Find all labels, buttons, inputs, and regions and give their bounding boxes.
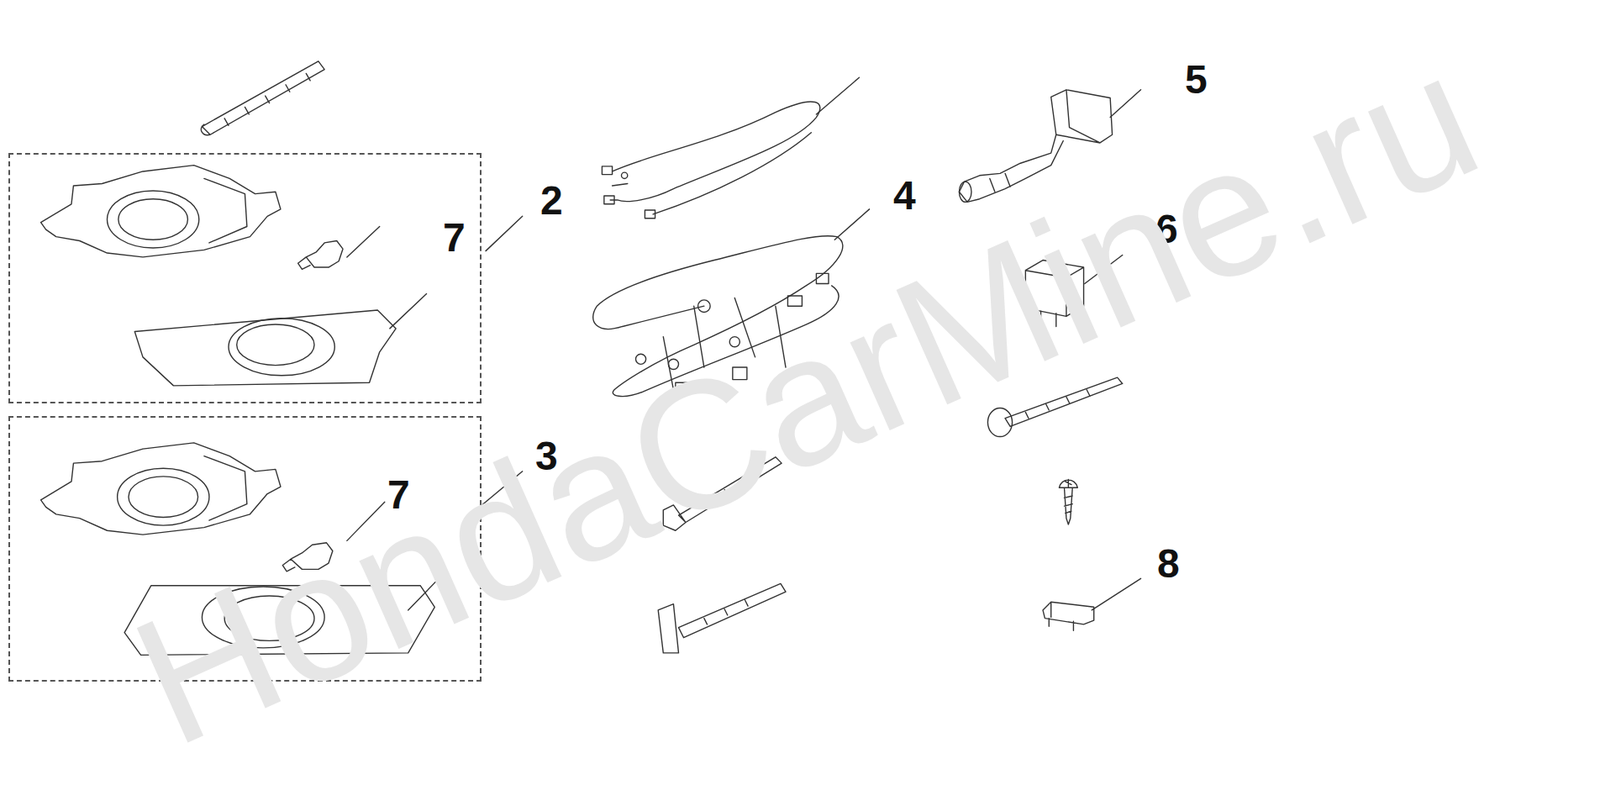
combination-switch (1051, 89, 1113, 143)
dashed-group-box: 7 (8, 152, 482, 404)
callout-number: 2 (540, 180, 564, 222)
callout-number: 8 (1157, 543, 1180, 585)
fog-lamp-lens (107, 190, 200, 248)
cable-tie (200, 61, 325, 136)
fog-lamp-bezel (134, 310, 396, 386)
callout-number: 5 (1184, 59, 1208, 100)
cable-clip-tie (657, 583, 786, 653)
bulb (298, 240, 343, 269)
fog-lamp-lens (117, 468, 210, 526)
watermark: HondaCarMine.ru (111, 22, 1501, 775)
screw (1058, 479, 1078, 525)
fuse (1042, 601, 1095, 631)
callout-number: 7 (442, 217, 466, 258)
callout-number: 4 (893, 175, 916, 216)
fog-lamp-housing (41, 165, 281, 258)
cable-tie-teeth (224, 73, 311, 126)
fog-lamp-housing (41, 442, 281, 535)
wire-harness (610, 101, 821, 215)
